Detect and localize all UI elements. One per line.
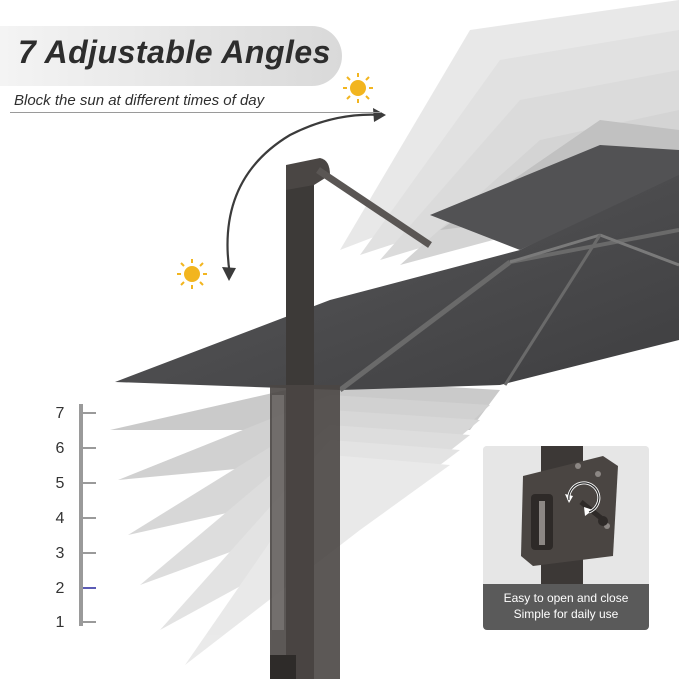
inset-caption: Easy to open and close Simple for daily … xyxy=(483,584,649,630)
scale-label: 6 xyxy=(55,440,65,457)
main-canopy xyxy=(115,145,679,392)
subtitle: Block the sun at different times of day xyxy=(14,92,265,109)
scale-label: 2 xyxy=(55,580,65,597)
crank-illustration xyxy=(483,446,649,584)
scale-label: 3 xyxy=(55,545,65,562)
angle-arrow xyxy=(222,108,386,281)
subtitle-divider xyxy=(10,112,382,113)
angle-scale xyxy=(79,404,96,626)
rotate-icon xyxy=(565,481,601,516)
inset-caption-line2: Simple for daily use xyxy=(513,607,619,621)
pole xyxy=(270,158,432,679)
page-title: 7 Adjustable Angles xyxy=(18,34,331,70)
title-banner xyxy=(0,26,342,86)
inset-caption-line1: Easy to open and close xyxy=(503,591,629,605)
scale-label: 1 xyxy=(55,614,65,631)
sun-icon xyxy=(177,259,207,289)
scale-label: 5 xyxy=(55,475,65,492)
crank-detail-inset: Easy to open and close Simple for daily … xyxy=(483,446,649,630)
scale-label: 4 xyxy=(55,510,65,527)
sun-icon xyxy=(343,73,373,103)
scale-label: 7 xyxy=(55,405,65,422)
